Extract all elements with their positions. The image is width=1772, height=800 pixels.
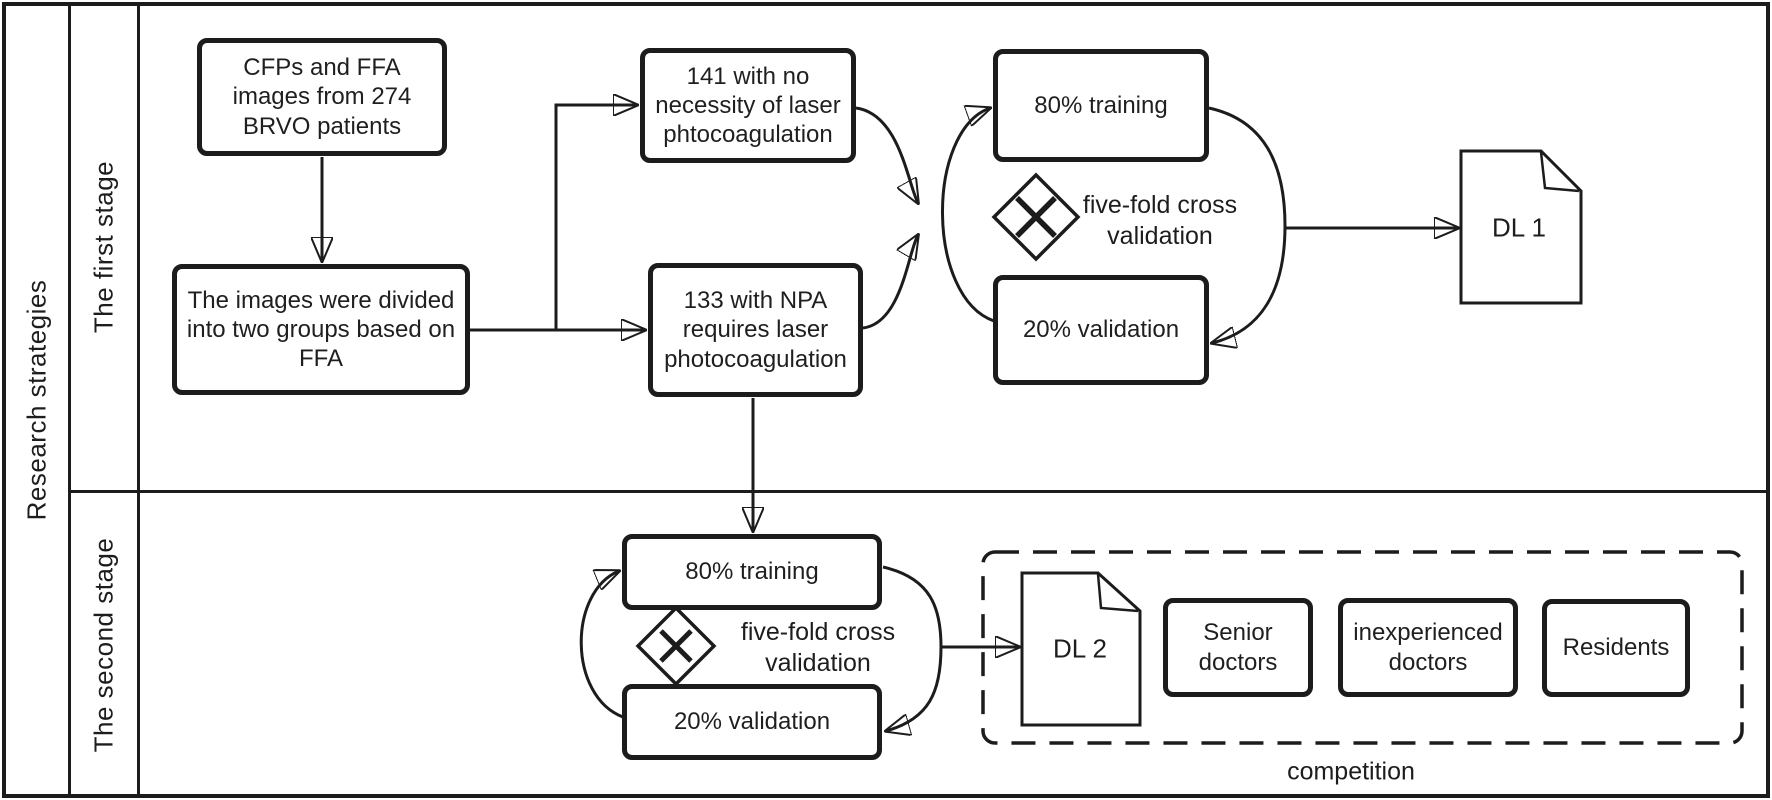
- loop1-left-arc: [941, 108, 995, 323]
- cross-validation-icon-x2: [1015, 196, 1057, 238]
- dl1-document-icon: [1459, 149, 1583, 305]
- node-inexperienced-doctors: inexperienced doctors: [1338, 598, 1518, 697]
- node-residents: Residents: [1542, 599, 1690, 697]
- stage1-cross-validation-label: five-fold cross validation: [1082, 190, 1238, 250]
- node-133-laser: 133 with NPA requires laser photocoagula…: [648, 263, 863, 397]
- node-stage2-training: 80% training: [622, 534, 882, 610]
- column-divider-2: [137, 2, 140, 796]
- node-141-no-laser: 141 with no necessity of laser phtocoagu…: [640, 48, 856, 163]
- node-source-images: CFPs and FFA images from 274 BRVO patien…: [197, 38, 447, 156]
- competition-dashed-box: [981, 550, 1744, 745]
- stage-divider: [68, 490, 1768, 493]
- node-images-divided: The images were divided into two groups …: [172, 264, 470, 395]
- cross-validation-icon: [991, 172, 1081, 262]
- loop1-right-arc: [1209, 106, 1287, 343]
- arrow-no-laser-to-loop: [855, 106, 918, 203]
- column-divider-1: [68, 2, 71, 796]
- dl1-document-fold: [1539, 151, 1580, 193]
- dl1-label: DL 1: [1492, 212, 1546, 243]
- loop2-left-arc: [579, 571, 624, 719]
- node-stage2-validation: 20% validation: [622, 684, 882, 760]
- dl2-label: DL 2: [1053, 633, 1107, 664]
- competition-label: competition: [1287, 757, 1415, 786]
- arrow-laser-to-loop: [862, 235, 918, 330]
- stage2-cross-validation-label: five-fold cross validation: [740, 617, 896, 677]
- cross-validation-icon-2-x2: [659, 629, 693, 663]
- node-stage1-training: 80% training: [993, 49, 1209, 162]
- arrow-split-to-no-laser: [470, 105, 637, 332]
- node-stage1-validation: 20% validation: [993, 275, 1209, 385]
- dl2-document-fold: [1096, 573, 1139, 613]
- dl2-document-icon: [1020, 571, 1142, 727]
- node-senior-doctors: Senior doctors: [1163, 598, 1313, 697]
